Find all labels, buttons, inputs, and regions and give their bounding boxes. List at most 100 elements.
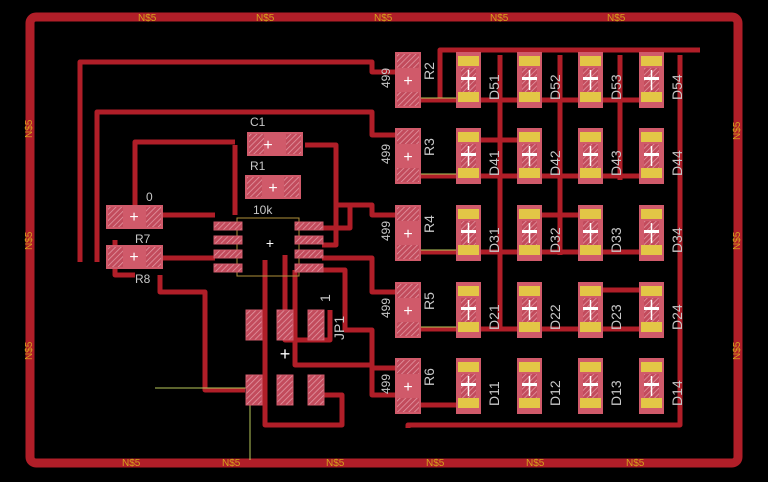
r1-ref-label: R1 xyxy=(250,159,266,173)
led-d31[interactable]: D31 xyxy=(456,205,502,261)
led-d42[interactable]: D42 xyxy=(517,128,563,184)
svg-text:+: + xyxy=(129,249,138,266)
led-ref-label: D42 xyxy=(547,150,563,176)
resistor-r8[interactable]: + R8 xyxy=(106,245,163,286)
resistor-r4[interactable]: +499 R4 xyxy=(379,205,437,261)
led-d32[interactable]: D32 xyxy=(517,205,563,261)
led-ref-label: D34 xyxy=(669,227,685,253)
led-ref-label: D52 xyxy=(547,74,563,100)
resistor-r2[interactable]: +499 R2 xyxy=(379,52,437,108)
resistor-r3[interactable]: +499 R3 xyxy=(379,128,437,184)
led-ref-label: D31 xyxy=(486,227,502,253)
resistor-value-label: 499 xyxy=(379,144,393,164)
net-label: N$5 xyxy=(24,119,35,138)
resistor-ref-label: R2 xyxy=(421,62,437,80)
led-d51[interactable]: D51 xyxy=(456,52,502,108)
led-ref-label: D54 xyxy=(669,74,685,100)
r8-ref-label: R8 xyxy=(135,272,151,286)
resistor-r6[interactable]: +499 R6 xyxy=(379,358,437,414)
net-label: N$5 xyxy=(326,458,345,469)
led-d44[interactable]: D44 xyxy=(639,128,685,184)
led-d21[interactable]: D21 xyxy=(456,282,502,338)
jumper-jp1[interactable]: + JP1 1 xyxy=(245,294,347,406)
r1-value-label: 10k xyxy=(253,203,273,217)
led-d52[interactable]: D52 xyxy=(517,52,563,108)
resistor-ref-label: R5 xyxy=(421,292,437,310)
led-ref-label: D22 xyxy=(547,304,563,330)
net-label: N$5 xyxy=(374,13,393,24)
led-ref-label: D33 xyxy=(608,227,624,253)
svg-text:+: + xyxy=(403,303,412,320)
led-ref-label: D13 xyxy=(608,380,624,406)
led-d41[interactable]: D41 xyxy=(456,128,502,184)
r7-ref-label: R7 xyxy=(135,232,151,246)
net-label: N$5 xyxy=(526,458,545,469)
led-ref-label: D44 xyxy=(669,150,685,176)
resistor-ref-label: R4 xyxy=(421,215,437,233)
svg-text:+: + xyxy=(403,149,412,166)
resistor-r7[interactable]: + 0 R7 xyxy=(106,190,163,246)
led-d43[interactable]: D43 xyxy=(578,128,624,184)
r7-value-label: 0 xyxy=(146,190,153,204)
led-d23[interactable]: D23 xyxy=(578,282,624,338)
net-label: N$5 xyxy=(122,458,141,469)
svg-text:+: + xyxy=(403,226,412,243)
led-d22[interactable]: D22 xyxy=(517,282,563,338)
jp1-ref-label: JP1 xyxy=(331,316,347,340)
led-d33[interactable]: D33 xyxy=(578,205,624,261)
net-label: N$5 xyxy=(24,341,35,360)
led-d11[interactable]: D11 xyxy=(456,358,502,414)
led-d13[interactable]: D13 xyxy=(578,358,624,414)
resistor-r5[interactable]: +499 R5 xyxy=(379,282,437,338)
copper-traces xyxy=(77,47,700,428)
led-ref-label: D43 xyxy=(608,150,624,176)
led-ref-label: D41 xyxy=(486,150,502,176)
led-ref-label: D21 xyxy=(486,304,502,330)
led-ref-label: D11 xyxy=(486,381,502,406)
resistor-value-label: 499 xyxy=(379,68,393,88)
led-d14[interactable]: D14 xyxy=(639,358,685,414)
led-ref-label: D23 xyxy=(608,304,624,330)
svg-text:+: + xyxy=(403,379,412,396)
board-outline-trace xyxy=(25,12,743,468)
led-ref-label: D53 xyxy=(608,74,624,100)
net-label: N$5 xyxy=(426,458,445,469)
net-label: N$5 xyxy=(732,121,743,140)
net-label: N$5 xyxy=(256,13,275,24)
resistor-value-label: 499 xyxy=(379,221,393,241)
led-ref-label: D24 xyxy=(669,304,685,330)
resistor-ref-label: R6 xyxy=(421,368,437,386)
led-ref-label: D51 xyxy=(486,74,502,100)
net-label: N$5 xyxy=(490,13,509,24)
net-label: N$5 xyxy=(607,13,626,24)
net-label: N$5 xyxy=(732,341,743,360)
svg-text:+: + xyxy=(280,344,291,364)
svg-text:+: + xyxy=(129,209,138,226)
led-ref-label: D12 xyxy=(547,380,563,406)
led-d53[interactable]: D53 xyxy=(578,52,624,108)
led-d54[interactable]: D54 xyxy=(639,52,685,108)
net-label: N$5 xyxy=(138,13,157,24)
resistor-value-label: 499 xyxy=(379,374,393,394)
ic-soic8[interactable]: + xyxy=(213,217,324,277)
net-label: N$5 xyxy=(222,458,241,469)
resistor-r1[interactable]: + R1 10k xyxy=(245,159,301,217)
c1-ref-label: C1 xyxy=(250,115,266,129)
led-d12[interactable]: D12 xyxy=(517,358,563,414)
svg-text:+: + xyxy=(268,180,277,197)
resistor-ref-label: R3 xyxy=(421,138,437,156)
svg-text:+: + xyxy=(263,137,272,154)
svg-text:+: + xyxy=(266,235,274,251)
led-d24[interactable]: D24 xyxy=(639,282,685,338)
led-ref-label: D32 xyxy=(547,227,563,253)
led-d34[interactable]: D34 xyxy=(639,205,685,261)
net-label: N$5 xyxy=(24,231,35,250)
led-ref-label: D14 xyxy=(669,380,685,406)
capacitor-c1[interactable]: + C1 xyxy=(247,115,303,156)
resistor-value-label: 499 xyxy=(379,298,393,318)
svg-text:+: + xyxy=(403,73,412,90)
